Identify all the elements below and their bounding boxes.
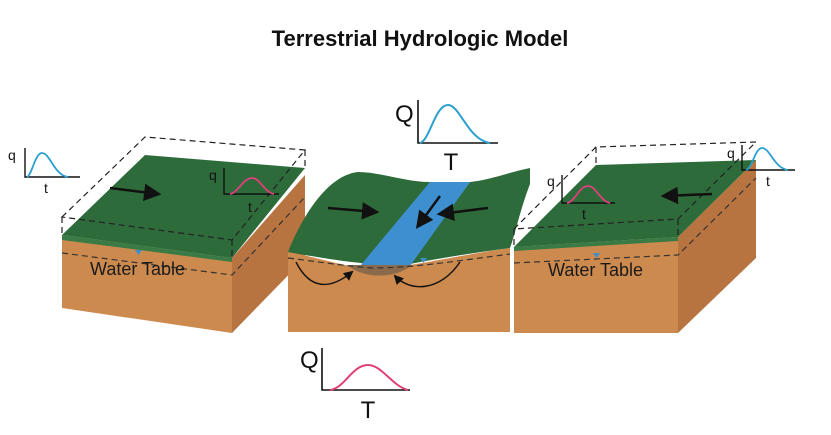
right-flow-arrow xyxy=(660,186,713,205)
stream-channel xyxy=(360,182,470,266)
diagram-title: Terrestrial Hydrologic Model xyxy=(272,26,569,51)
left-soil-side xyxy=(232,175,305,333)
hydrograph-bottom-x-label: T xyxy=(361,397,376,424)
hydrograph-left-inner: q t xyxy=(209,167,279,215)
right-water-table-label: Water Table xyxy=(548,260,643,280)
left-soil-front xyxy=(62,235,232,333)
left-grass-top xyxy=(62,155,305,258)
hydrograph-bottom-y-label: Q xyxy=(300,347,319,374)
center-left-flow-arrow xyxy=(327,202,380,220)
hydrograph-right-outer: q t xyxy=(727,145,795,189)
right-grass-top xyxy=(514,160,756,247)
hydrograph-right-inner-x-label: t xyxy=(582,206,586,222)
right-hillslope-block: Water Table xyxy=(512,141,758,333)
center-right-flow-arrow xyxy=(436,203,489,221)
hydrograph-right-outer-curve xyxy=(745,147,789,171)
left-water-table-line xyxy=(61,196,306,276)
hydrograph-left-inner-x-label: t xyxy=(248,199,252,215)
left-water-table-marker xyxy=(135,250,142,255)
left-flow-arrow xyxy=(109,183,162,201)
hydrograph-left-inner-y-label: q xyxy=(209,167,217,183)
hydrograph-bottom-curve xyxy=(329,363,409,391)
right-soil-front xyxy=(514,237,678,333)
hydrograph-top-y-label: Q xyxy=(395,101,414,128)
hydrograph-top-x-label: T xyxy=(444,149,459,176)
hydrograph-left-outer-x-label: t xyxy=(44,180,48,196)
hydrograph-right-inner-curve xyxy=(566,185,611,204)
hydrograph-right-inner: q t xyxy=(547,173,615,222)
right-soil-side xyxy=(678,160,756,333)
hydrograph-top-center: Q T xyxy=(395,100,498,176)
center-right-bank xyxy=(410,168,530,264)
hydrograph-bottom-center: Q T xyxy=(300,347,410,424)
groundwater-arrow-right xyxy=(393,261,461,288)
right-water-table-line xyxy=(513,177,757,264)
stream-flow-arrow xyxy=(415,195,442,229)
center-stream-block xyxy=(287,168,530,332)
center-left-bank xyxy=(288,172,430,264)
groundwater-arrow-left xyxy=(295,261,354,286)
left-hillslope-block: Water Table xyxy=(60,136,307,333)
right-water-table-marker xyxy=(593,253,600,258)
right-dashed-volume xyxy=(512,141,758,230)
hydrograph-right-outer-y-label: q xyxy=(727,145,735,161)
hydrograph-left-outer: q t xyxy=(8,147,80,196)
hydrograph-left-inner-curve xyxy=(229,177,275,195)
hydrograph-right-outer-x-label: t xyxy=(766,173,770,189)
hydrograph-left-outer-curve xyxy=(26,152,69,178)
left-water-table-label: Water Table xyxy=(90,259,185,279)
streambed xyxy=(348,265,412,276)
hydrograph-top-curve xyxy=(419,103,491,144)
hydrograph-left-outer-y-label: q xyxy=(8,147,16,163)
hydrograph-right-inner-y-label: q xyxy=(547,173,555,189)
